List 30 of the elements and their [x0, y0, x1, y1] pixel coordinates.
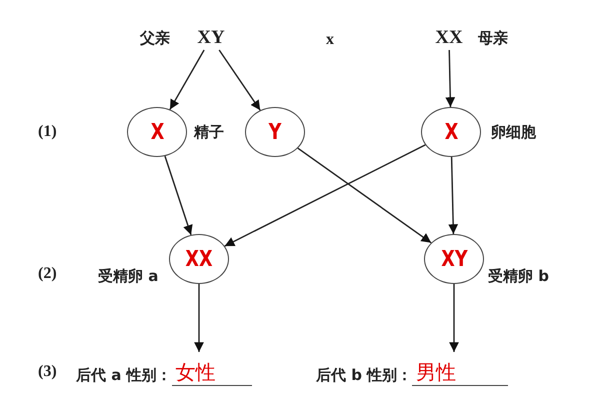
arrow — [164, 156, 193, 236]
node-caption: 受精卵 a — [98, 266, 158, 286]
arrow — [297, 148, 432, 244]
answer-field: 男性 — [412, 359, 508, 386]
cell-ellipse: X — [421, 107, 481, 157]
arrow — [448, 156, 458, 234]
node-caption: 父亲 — [140, 28, 170, 48]
answer-field: 女性 — [172, 359, 252, 386]
arrow — [449, 284, 459, 352]
arrow — [194, 284, 204, 352]
question-text: 后代 a 性别： — [76, 365, 172, 386]
step-number: (1) — [38, 122, 57, 142]
step-number: (3) — [38, 362, 57, 382]
cell-ellipse: Y — [245, 107, 305, 157]
arrow — [169, 50, 205, 110]
node-caption: 受精卵 b — [488, 266, 549, 286]
node-caption: 精子 — [194, 122, 224, 142]
cell-ellipse: X — [127, 107, 187, 157]
node-caption: 母亲 — [478, 28, 508, 48]
node-caption: 卵细胞 — [491, 122, 536, 142]
cell-ellipse: XY — [424, 234, 484, 284]
arrow — [224, 144, 426, 247]
step-number: (2) — [38, 264, 57, 284]
genotype-text: XY — [192, 26, 230, 50]
question-text: 后代 b 性别： — [316, 365, 412, 386]
arrow — [445, 50, 456, 108]
cell-ellipse: XX — [169, 234, 229, 284]
arrow — [218, 50, 261, 111]
cross-symbol: x — [326, 30, 334, 50]
genotype-text: XX — [430, 26, 468, 50]
